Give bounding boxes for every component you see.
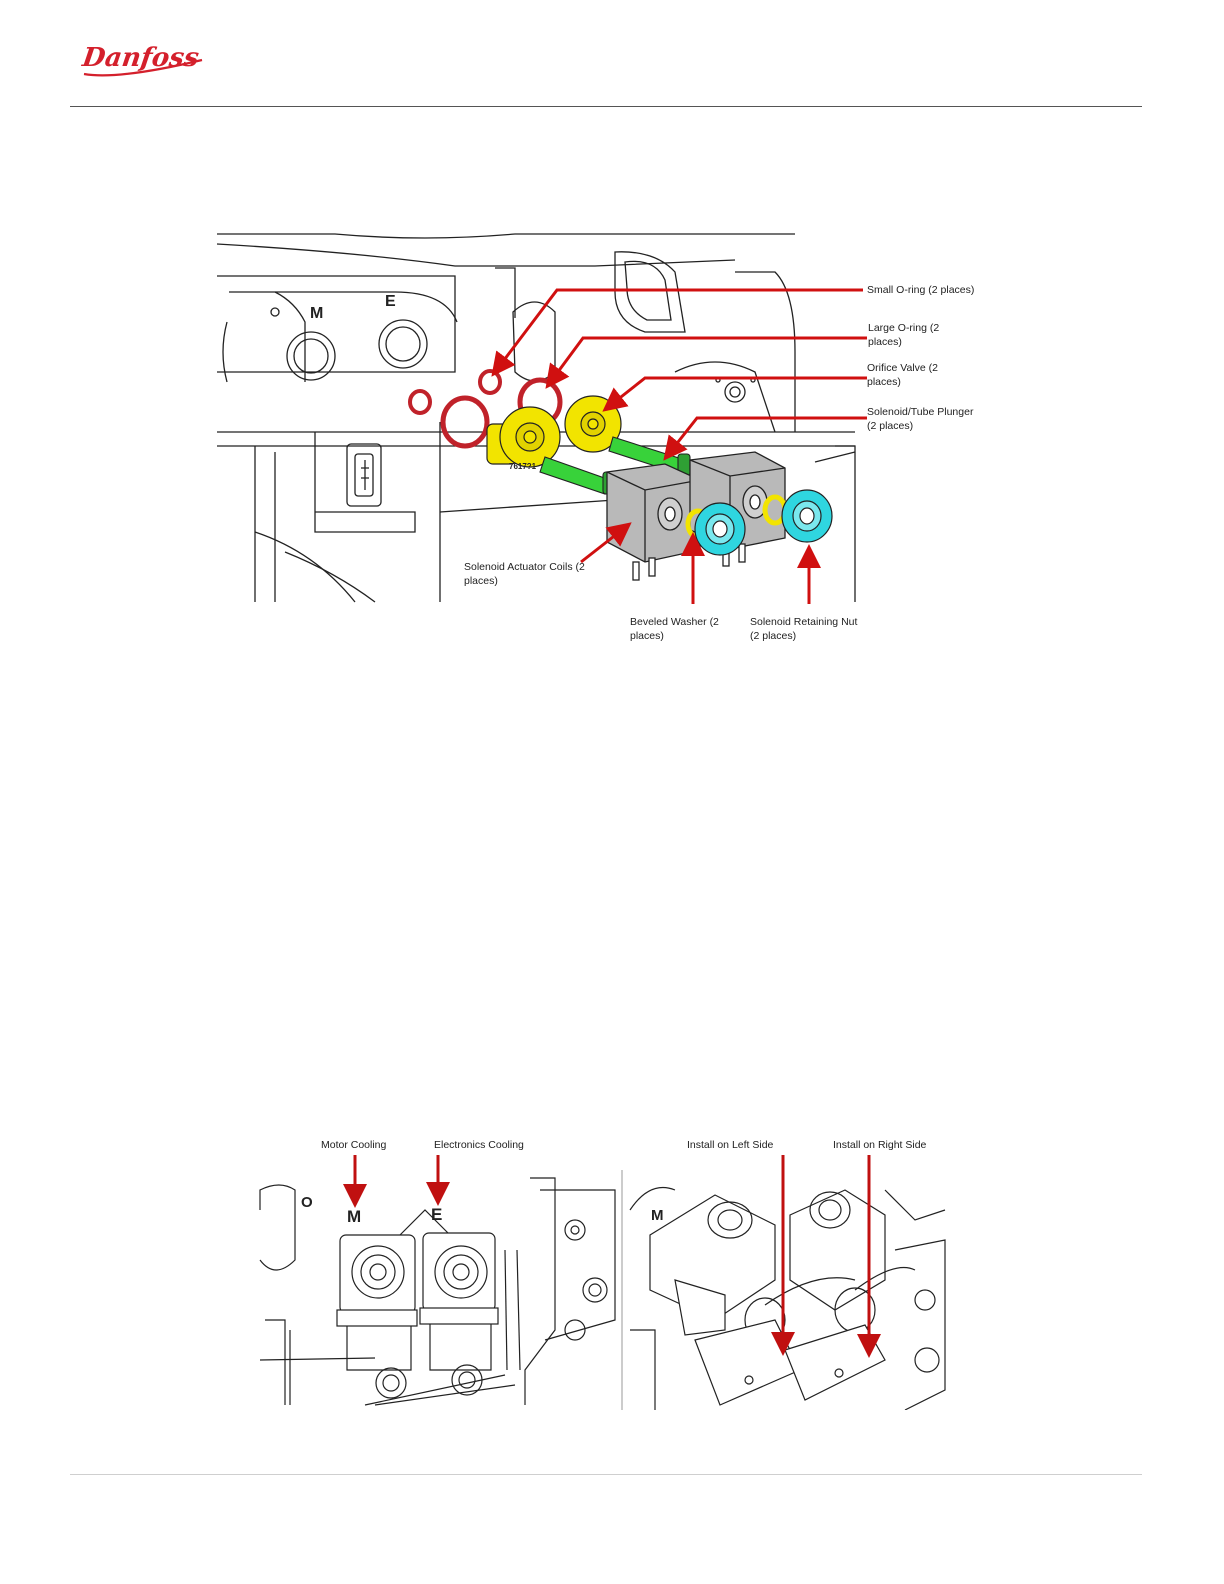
label-install-right: Install on Right Side (833, 1139, 927, 1151)
label-small-oring: Small O-ring (2 places) (867, 284, 974, 296)
label-plunger-2: (2 places) (867, 420, 913, 432)
small-oring-right (478, 369, 502, 395)
orifice-part-marking: 7617?1 (509, 462, 537, 471)
label-washer-2: places) (630, 630, 664, 642)
panel-cooling-sides (259, 1177, 616, 1406)
retaining-nut-right (781, 489, 833, 543)
leader-small-oring (491, 288, 863, 377)
large-oring-left (440, 395, 490, 449)
header-divider (70, 106, 1142, 107)
label-orifice-2: places) (867, 376, 901, 388)
label-electronics-cooling: Electronics Cooling (434, 1139, 524, 1151)
plunger-left (539, 456, 616, 495)
letter-e-electronics: E (431, 1205, 442, 1224)
letter-m-right: M (651, 1207, 664, 1224)
panel-letter-m: M (310, 305, 323, 322)
label-nut-1: Solenoid Retaining Nut (750, 616, 857, 628)
label-plunger-1: Solenoid/Tube Plunger (867, 406, 974, 418)
retaining-nut-left (694, 502, 746, 556)
leader-large-oring (545, 336, 867, 389)
label-orifice-1: Orifice Valve (2 (867, 362, 938, 374)
label-install-left: Install on Left Side (687, 1139, 774, 1151)
coil-installation-figure: O M E M Motor Cooling Electronics Coolin… (255, 1130, 950, 1411)
letter-m-motor: M (347, 1207, 361, 1226)
label-coils-1: Solenoid Actuator Coils (2 (464, 561, 585, 573)
danfoss-logo: Danfoss (78, 34, 208, 84)
label-washer-1: Beveled Washer (2 (630, 616, 719, 628)
leader-plunger (663, 416, 867, 461)
label-nut-2: (2 places) (750, 630, 796, 642)
panel-letter-e: E (385, 293, 396, 310)
footer-divider (70, 1474, 1142, 1475)
label-large-oring-2: places) (868, 336, 902, 348)
label-motor-cooling: Motor Cooling (321, 1139, 387, 1151)
leader-orifice (602, 376, 867, 412)
label-large-oring-1: Large O-ring (2 (868, 322, 939, 334)
small-oring-left (408, 389, 432, 415)
leader-coils (580, 522, 632, 564)
logo-wordmark: Danfoss (80, 42, 202, 73)
panel-install-sides (629, 1186, 946, 1411)
letter-o: O (301, 1194, 313, 1211)
solenoid-assembly-figure: M E 7617?1 (215, 232, 990, 652)
orifice-valve-left (486, 406, 561, 468)
label-coils-2: places) (464, 575, 498, 587)
